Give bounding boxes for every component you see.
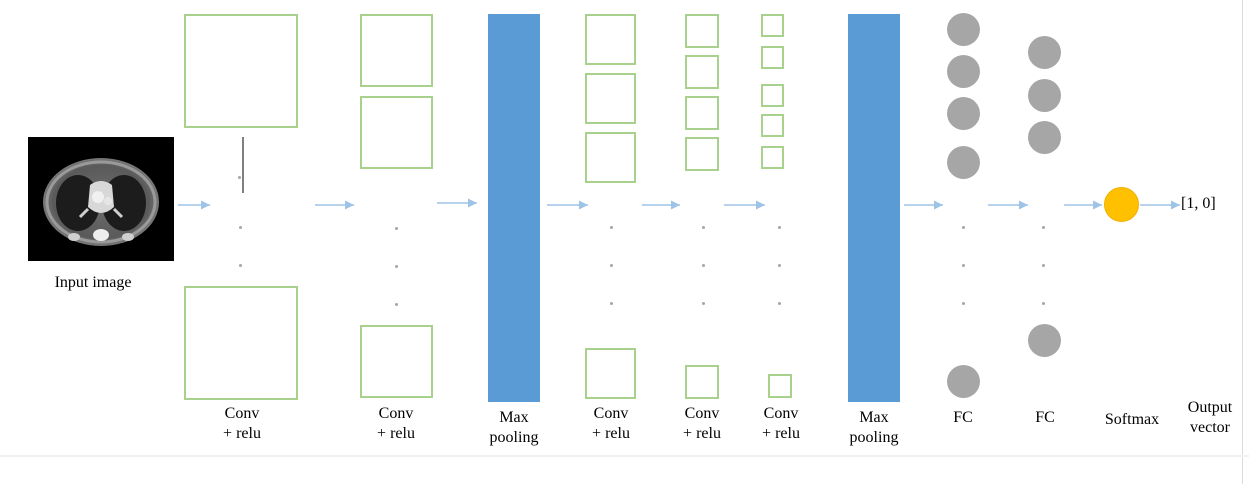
fc2-neuron [1028, 79, 1061, 112]
conv2-feature-map [360, 96, 433, 169]
conv4-feature-map [685, 137, 719, 171]
conv1-feature-map [184, 14, 298, 128]
conv3-feature-map [585, 73, 636, 124]
ellipsis-dot [1042, 264, 1045, 267]
layer-label-conv4: Conv + relu [683, 405, 721, 442]
ellipsis-dot [702, 264, 705, 267]
conv5-feature-map [768, 374, 792, 398]
ellipsis-dot [1042, 226, 1045, 229]
ellipsis-dot [610, 264, 613, 267]
ct-scan-illustration [43, 158, 159, 246]
softmax-node [1104, 187, 1139, 222]
conv3-feature-map [585, 348, 636, 399]
conv3-feature-map [585, 14, 636, 65]
ellipsis-dot [962, 302, 965, 305]
fc1-neuron [947, 13, 980, 46]
ellipsis-dot [778, 264, 781, 267]
conv4-feature-map [685, 55, 719, 89]
conv4-feature-map [685, 14, 719, 48]
ellipsis-dot [778, 226, 781, 229]
layer-label-fc2: FC [1035, 409, 1055, 426]
conv2-feature-map [360, 325, 433, 398]
output-vector-value: [1, 0] [1181, 195, 1216, 212]
layer-label-pool2: Max pooling [849, 409, 899, 446]
conv3-feature-map [585, 132, 636, 183]
layer-label-softmax: Softmax [1104, 411, 1160, 428]
ellipsis-dot [395, 303, 398, 306]
conv1-thin-feature-map [242, 137, 244, 193]
ellipsis-dot [610, 302, 613, 305]
ellipsis-dot [395, 265, 398, 268]
layer-label-fc1: FC [953, 409, 973, 426]
fc1-neuron [947, 97, 980, 130]
input-ct-image [28, 137, 174, 261]
fc1-neuron [947, 146, 980, 179]
fc1-neuron [947, 55, 980, 88]
layer-label-output: Output vector [1187, 399, 1233, 436]
ellipsis-dot [239, 264, 242, 267]
conv5-feature-map [761, 84, 784, 107]
ellipsis-dot [778, 302, 781, 305]
layer-label-conv5: Conv + relu [762, 405, 800, 442]
layer-label-conv2: Conv + relu [377, 405, 415, 442]
fc2-neuron [1028, 324, 1061, 357]
conv1-feature-map [184, 286, 298, 400]
ellipsis-dot [702, 226, 705, 229]
ellipsis-dot [239, 226, 242, 229]
ellipsis-dot [702, 302, 705, 305]
conv5-feature-map [761, 14, 784, 37]
layer-label-pool1: Max pooling [489, 409, 539, 446]
layer-label-conv1: Conv + relu [223, 405, 261, 442]
right-edge-line [1242, 0, 1243, 484]
input-image-label: Input image [54, 274, 132, 291]
conv5-feature-map [761, 46, 784, 69]
layer-label-conv3: Conv + relu [592, 405, 630, 442]
fc2-neuron [1028, 121, 1061, 154]
max-pooling-bar-1 [488, 14, 540, 402]
ellipsis-dot [962, 226, 965, 229]
fc1-neuron [947, 365, 980, 398]
conv2-feature-map [360, 14, 433, 87]
ellipsis-dot [238, 176, 241, 179]
fc2-neuron [1028, 36, 1061, 69]
max-pooling-bar-2 [848, 14, 900, 402]
ellipsis-dot [395, 227, 398, 230]
bottom-rule [0, 455, 1249, 457]
conv5-feature-map [761, 114, 784, 137]
conv4-feature-map [685, 365, 719, 399]
ellipsis-dot [962, 264, 965, 267]
conv5-feature-map [761, 146, 784, 169]
conv4-feature-map [685, 96, 719, 130]
ellipsis-dot [1042, 302, 1045, 305]
ellipsis-dot [610, 226, 613, 229]
